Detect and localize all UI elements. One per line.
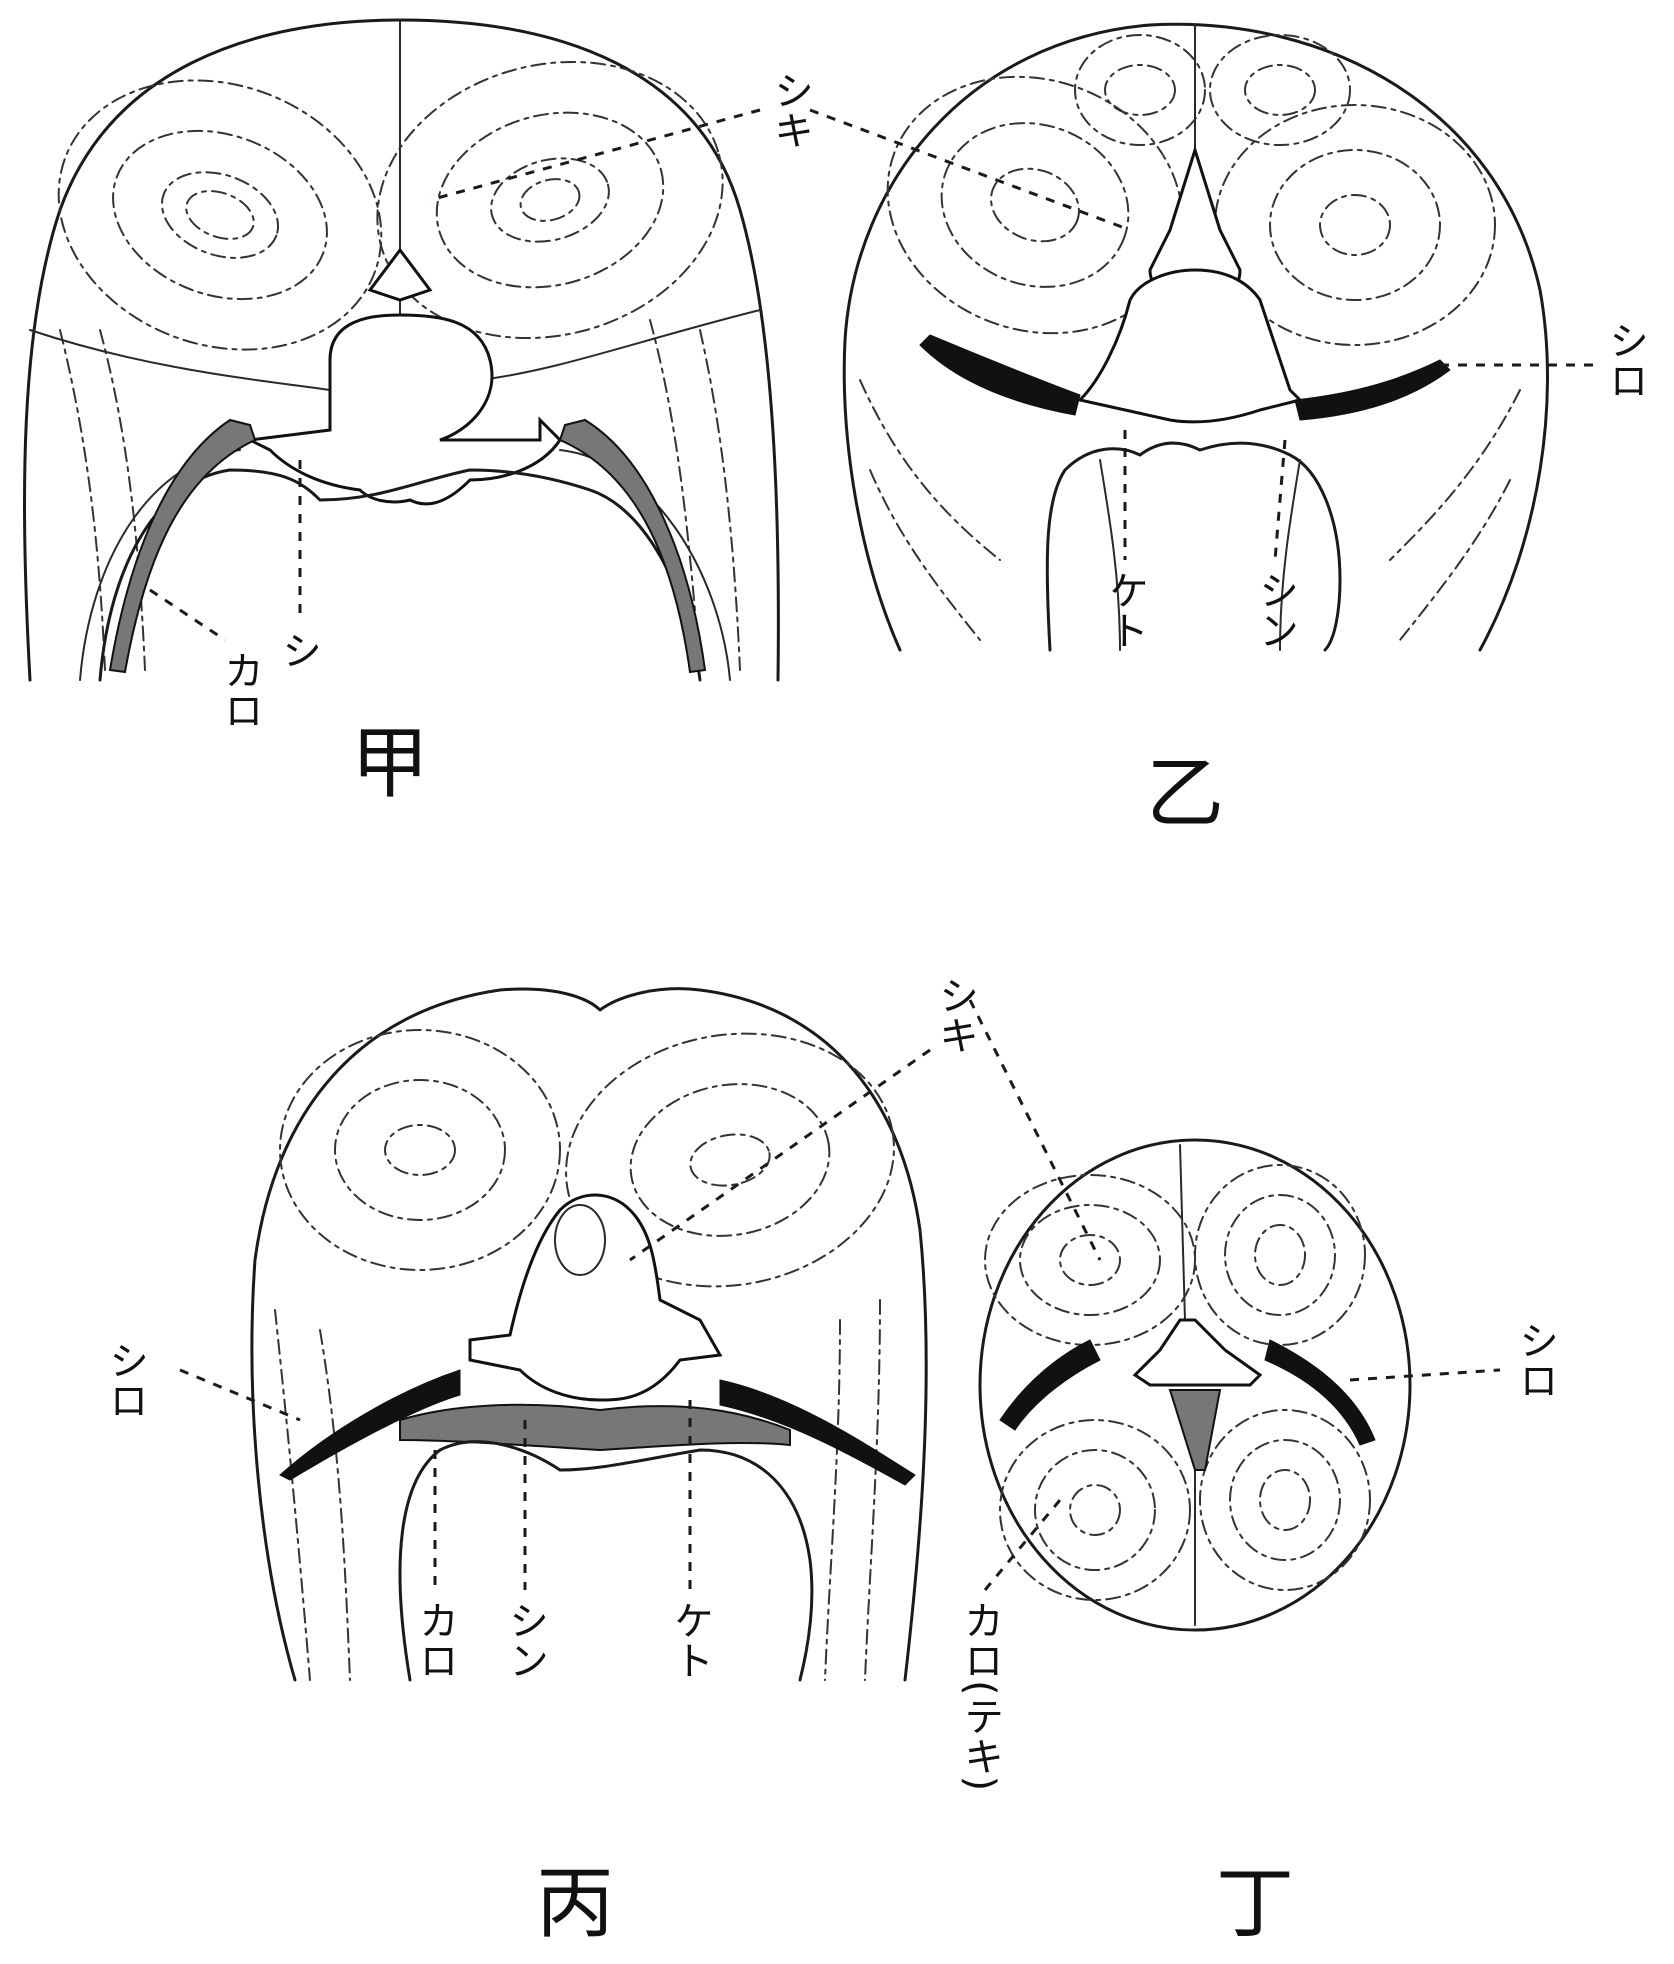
panel-d-karo-leader (985, 1500, 1060, 1590)
panel-b-label: 乙 (1146, 749, 1224, 839)
panel-c-drawing (180, 989, 930, 1680)
label-c-keto: ケト (667, 1600, 713, 1680)
panel-a-central-canal (250, 250, 560, 504)
panel-d-label: 丁 (1216, 1859, 1294, 1949)
label-d-karo-note: カロ(テキ) (957, 1600, 1003, 1791)
label-b-shin: シン (1252, 570, 1298, 650)
label-d-shiro: シロ (1512, 1320, 1558, 1400)
label-c-shiro: シロ (102, 1340, 148, 1420)
panel-b-black-band-right (1295, 360, 1450, 420)
panel-c-central-canal (470, 1195, 720, 1400)
panel-a-drawing (20, 20, 778, 680)
panel-c-label: 丙 (536, 1859, 614, 1949)
label-a-ka: カロ (217, 650, 263, 730)
label-c-shiki: シキ (932, 975, 978, 1055)
label-c-shin: シン (502, 1600, 548, 1680)
panel-a-label: 甲 (351, 719, 429, 809)
panel-a-hatched-band-right (560, 420, 705, 672)
panel-a-ka-leader (150, 590, 225, 640)
panel-b-black-band-left (920, 335, 1080, 415)
label-b-keto: ケト (1102, 570, 1148, 650)
panel-d-black-band-left (1000, 1340, 1100, 1430)
panel-c-inner-arch (400, 1442, 812, 1680)
panel-d-shiro-leader (1350, 1370, 1500, 1380)
panel-c-shiki-leader (630, 1050, 930, 1260)
panel-b-shiki-leader-right (810, 110, 1130, 230)
label-b-shiro: シロ (1602, 320, 1648, 400)
panel-d-black-band-right (1265, 1340, 1375, 1445)
label-a-shi: シ (275, 630, 321, 670)
panel-d-central-canal (1135, 1320, 1260, 1385)
label-c-karo: カロ (412, 1600, 458, 1680)
panel-d-drawing (970, 1000, 1500, 1630)
label-b-shiki: シキ (767, 70, 813, 150)
panel-a-hatched-band-left (110, 420, 255, 672)
panel-b-shin-leader (1275, 440, 1285, 560)
panel-b-shiki-leader-left (430, 110, 760, 200)
